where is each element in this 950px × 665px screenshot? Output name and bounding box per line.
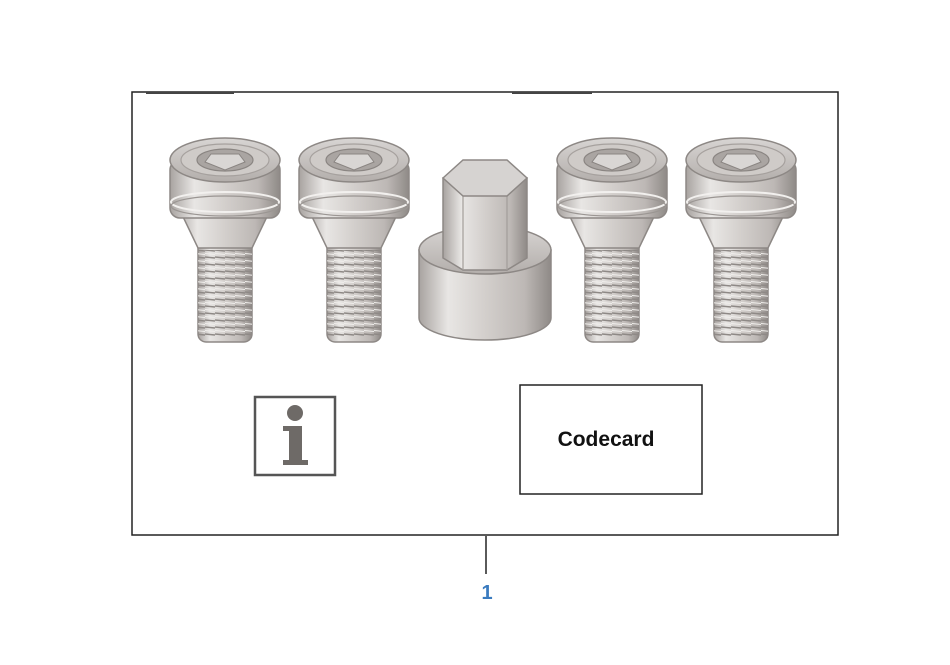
wheel-bolt: [298, 137, 410, 343]
kit-frame: [131, 91, 839, 536]
wheel-bolt: [169, 137, 281, 343]
codecard: Codecard: [519, 384, 703, 495]
codecard-label: Codecard: [558, 428, 655, 451]
wheel-bolt: [556, 137, 668, 343]
callout-number: 1: [481, 582, 492, 604]
lock-adapter-key: [418, 159, 552, 341]
wheel-bolt: [685, 137, 797, 343]
info-icon: [253, 395, 337, 477]
